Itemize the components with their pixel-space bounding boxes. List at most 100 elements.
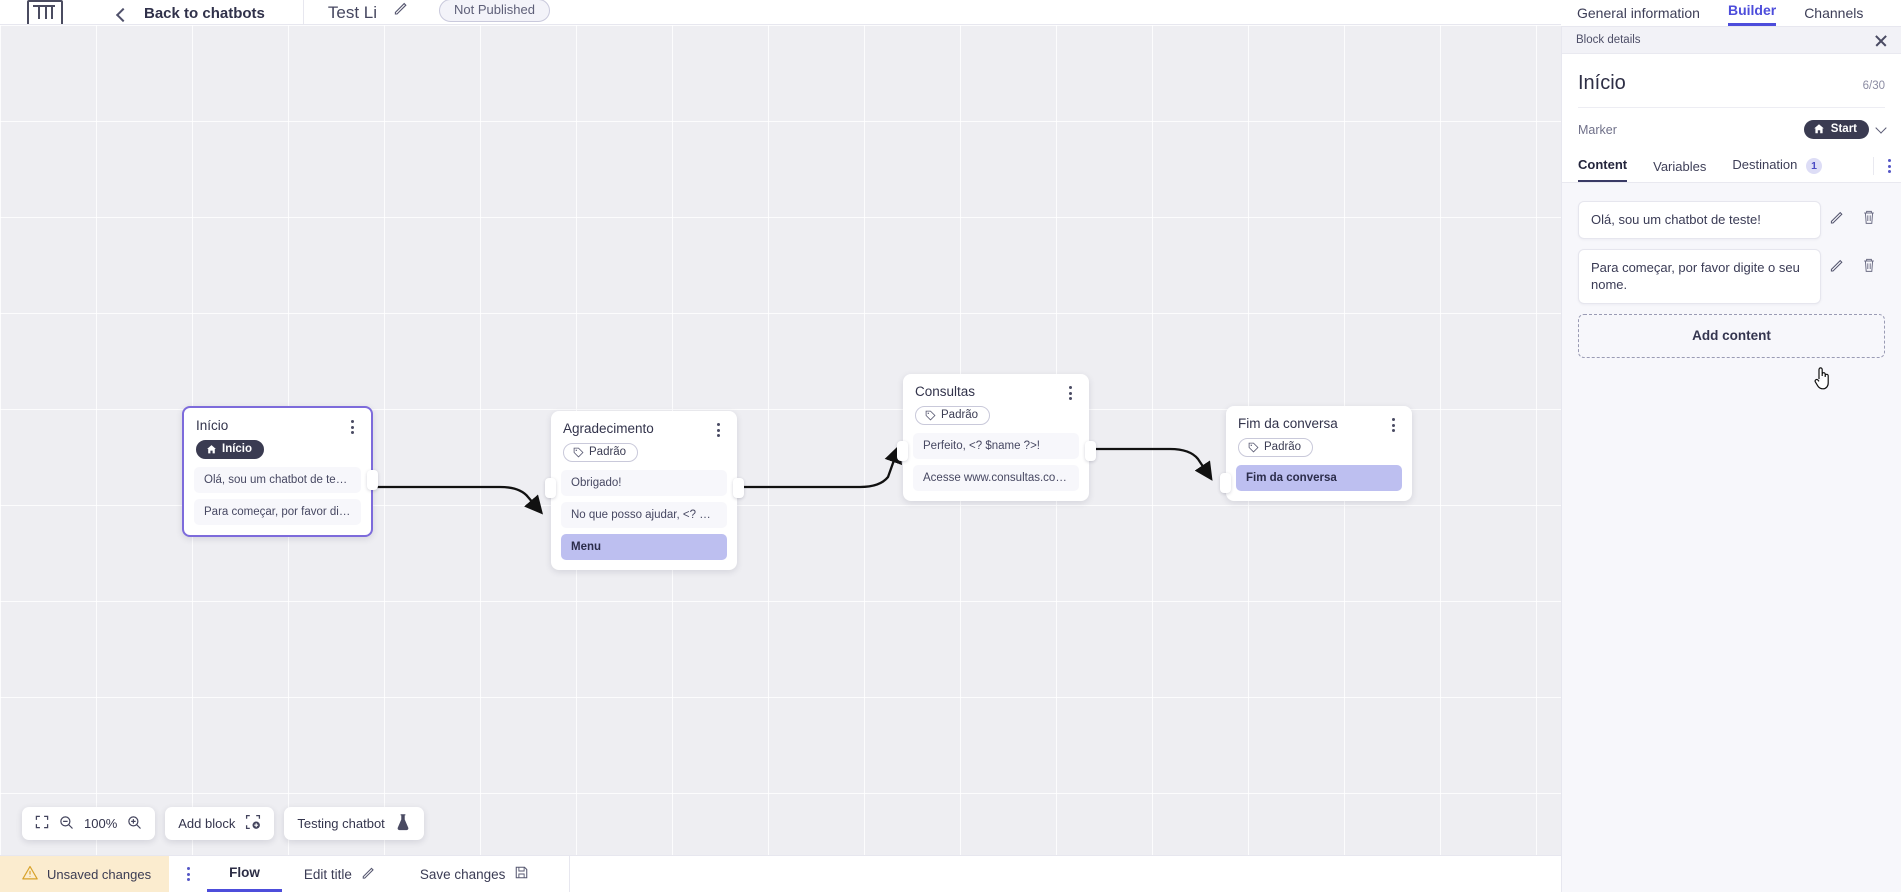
unsaved-changes-indicator: Unsaved changes (0, 856, 170, 892)
save-disk-icon (514, 865, 529, 883)
flow-node-agradecimento[interactable]: Agradecimento Padrão Obrigado! No que po… (545, 411, 744, 570)
top-bar-divider (302, 0, 304, 24)
testing-chatbot-button[interactable]: Testing chatbot (284, 807, 424, 840)
node-tag-default: Padrão (915, 406, 991, 425)
more-vertical-icon[interactable] (711, 421, 725, 437)
save-changes-button[interactable]: Save changes (398, 856, 552, 892)
tab-content-label: Content (1578, 157, 1628, 172)
node-title: Agradecimento (563, 421, 654, 436)
content-list: Olá, sou um chatbot de teste! Para começ… (1562, 183, 1901, 390)
node-header: Início (184, 408, 371, 434)
node-messages: Obrigado! No que posso ajudar, <? $name … (551, 470, 737, 570)
edit-title-button[interactable]: Edit title (282, 856, 398, 892)
flow-node-inicio[interactable]: Início Início Olá, sou um chatbot de tes… (182, 406, 378, 537)
node-input-port[interactable] (897, 441, 908, 461)
content-item: Para começar, por favor digite o seu nom… (1578, 248, 1885, 304)
pointer-hand-cursor (1814, 367, 1829, 390)
marker-start-pill[interactable]: Start (1803, 120, 1869, 139)
node-message[interactable]: No que posso ajudar, <? $name ... (561, 502, 727, 528)
marker-control[interactable]: Start (1803, 120, 1887, 139)
add-block-button[interactable]: Add block (165, 807, 275, 840)
tab-destination-label: Destination (1732, 157, 1798, 172)
block-details-panel: Block details Início 6/30 Marker Start (1561, 27, 1901, 892)
bottom-bar-filler (569, 856, 1561, 892)
tab-channels[interactable]: Channels (1804, 5, 1864, 21)
fit-screen-icon[interactable] (35, 815, 49, 832)
zoom-out-icon[interactable] (59, 815, 74, 833)
tab-builder[interactable]: Builder (1727, 2, 1777, 26)
add-block-label: Add block (178, 816, 236, 831)
tag-icon (1248, 442, 1259, 452)
trash-icon[interactable] (1853, 201, 1885, 225)
zoom-controls[interactable]: 100% (22, 807, 156, 840)
warning-triangle-icon (22, 865, 38, 883)
app-logo-icon[interactable] (27, 0, 63, 24)
pencil-icon[interactable] (1821, 201, 1853, 225)
flow-node-fim-da-conversa[interactable]: Fim da conversa Padrão Fim da conversa (1220, 406, 1412, 501)
node-output-port[interactable] (367, 470, 378, 490)
destination-count-badge: 1 (1806, 158, 1823, 174)
tag-icon (925, 410, 936, 420)
close-icon[interactable] (1874, 34, 1887, 47)
node-title: Início (196, 418, 229, 433)
node-message[interactable]: Olá, sou um chatbot de teste! (194, 467, 361, 493)
more-vertical-icon[interactable] (1873, 157, 1891, 175)
pencil-icon (361, 865, 376, 883)
node-input-port[interactable] (545, 478, 556, 498)
node-tag-label: Padrão (1264, 441, 1302, 453)
more-vertical-icon[interactable] (1386, 416, 1400, 432)
content-text[interactable]: Para começar, por favor digite o seu nom… (1578, 248, 1821, 304)
more-vertical-icon[interactable] (169, 856, 207, 892)
node-message-highlight[interactable]: Fim da conversa (1236, 465, 1402, 491)
more-vertical-icon[interactable] (345, 418, 359, 434)
tab-variables[interactable]: Variables (1653, 151, 1706, 182)
node-tag-row: Padrão (903, 400, 1089, 433)
save-changes-label: Save changes (419, 866, 506, 882)
marker-row: Marker Start (1578, 108, 1887, 149)
unsaved-changes-label: Unsaved changes (47, 866, 152, 882)
node-output-port[interactable] (733, 478, 744, 498)
more-vertical-icon[interactable] (1063, 384, 1077, 400)
chevron-left-icon[interactable] (115, 7, 131, 23)
publish-status-badge: Not Published (439, 0, 550, 22)
canvas-toolbar: 100% Add block Testing chatbot (22, 807, 424, 840)
node-message-highlight[interactable]: Menu (561, 534, 727, 560)
chevron-down-icon[interactable] (1875, 122, 1887, 134)
back-to-chatbots-link[interactable]: Back to chatbots (144, 5, 265, 22)
node-message[interactable]: Acesse www.consultas.com par... (913, 465, 1079, 491)
content-text[interactable]: Olá, sou um chatbot de teste! (1578, 201, 1821, 239)
add-content-button[interactable]: Add content (1578, 313, 1885, 358)
node-title: Fim da conversa (1238, 416, 1338, 431)
node-tag-row: Padrão (1226, 432, 1412, 465)
node-message[interactable]: Perfeito, <? $name ?>! (913, 433, 1079, 459)
bottom-tab-flow[interactable]: Flow (207, 856, 282, 892)
node-message[interactable]: Para começar, por favor digite o ... (194, 499, 361, 525)
panel-header: Block details (1562, 27, 1901, 54)
edit-title-label: Edit title (303, 866, 352, 882)
top-bar: Back to chatbots Test Li Not Published (0, 0, 1561, 25)
flow-node-consultas[interactable]: Consultas Padrão Perfeito, <? $name ?>! … (897, 374, 1096, 501)
node-tag-label: Início (222, 443, 253, 455)
node-tag-row: Início (184, 434, 371, 467)
flow-canvas[interactable]: Início Início Olá, sou um chatbot de tes… (0, 25, 1561, 870)
node-input-port[interactable] (1220, 473, 1231, 493)
char-counter: 6/30 (1862, 80, 1885, 92)
trash-icon[interactable] (1853, 249, 1885, 273)
marker-value: Start (1830, 123, 1857, 135)
node-tag-label: Padrão (589, 446, 627, 458)
node-message[interactable]: Obrigado! (561, 470, 727, 496)
tab-destination[interactable]: Destination 1 (1732, 149, 1823, 182)
tag-icon (573, 447, 584, 457)
node-output-port[interactable] (1085, 441, 1096, 461)
tab-general-information[interactable]: General information (1577, 5, 1700, 21)
bot-title: Test Li (327, 3, 377, 22)
pencil-icon[interactable] (1821, 249, 1853, 273)
node-tag-label: Padrão (941, 409, 979, 421)
flow-label: Flow (229, 865, 260, 880)
panel-header-label: Block details (1576, 34, 1641, 46)
zoom-in-icon[interactable] (127, 815, 142, 833)
pencil-icon[interactable] (393, 0, 409, 21)
node-messages: Fim da conversa (1226, 465, 1412, 501)
tab-content[interactable]: Content (1578, 149, 1628, 182)
home-icon (1813, 124, 1824, 134)
